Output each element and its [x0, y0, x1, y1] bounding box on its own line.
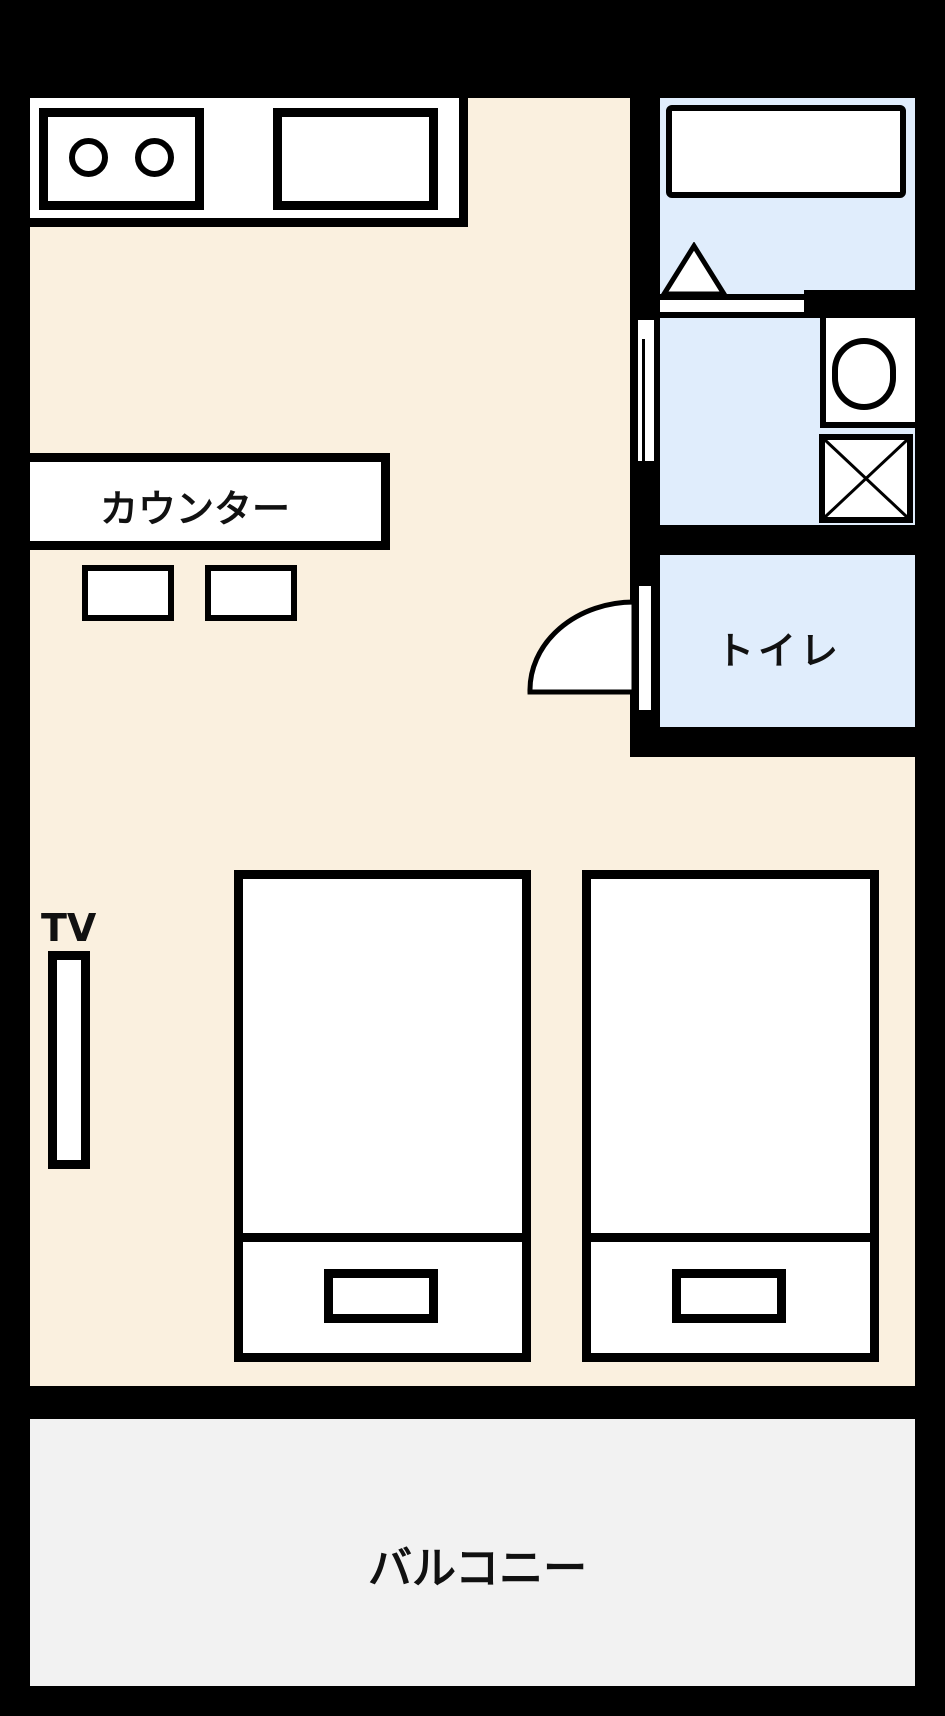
toilet-bowl-icon [832, 338, 896, 410]
bathroom-partition-wall [804, 290, 915, 318]
toilet-label: トイレ [716, 629, 843, 673]
stove-burner-icon [135, 138, 174, 177]
balcony-floor [30, 1419, 915, 1686]
washbasin-icon [819, 434, 913, 523]
counter-label: カウンター [100, 487, 291, 531]
bathroom-partition-gap [660, 300, 806, 312]
bathroom-door-panel [638, 320, 654, 461]
pillow [324, 1269, 438, 1323]
wet-area-wall [630, 710, 660, 757]
pillow [672, 1269, 786, 1323]
bed-pillow-divider [234, 1233, 531, 1242]
toilet-room-floor [660, 555, 915, 727]
tv-label: TV [41, 906, 97, 950]
bed-pillow-divider [582, 1233, 879, 1242]
tv [48, 951, 90, 1169]
balcony-label: バルコニー [368, 1543, 588, 1594]
sink [273, 108, 438, 210]
bed [234, 870, 531, 1362]
wet-area-wall [630, 461, 660, 586]
stove-burner-icon [69, 138, 108, 177]
stool [82, 565, 174, 621]
dining-counter [30, 453, 390, 550]
kitchen-top-strip [468, 90, 628, 98]
bathroom-door-line [642, 339, 645, 461]
stool [205, 565, 297, 621]
toilet-bottom-wall [660, 727, 915, 757]
stove [39, 108, 204, 210]
bath-toilet-divider [660, 525, 915, 555]
wet-area-wall [630, 90, 660, 320]
door-swing-icon[interactable] [526, 598, 638, 696]
shower-valve-icon [659, 242, 729, 297]
bathtub [666, 105, 906, 198]
toilet-door-panel [639, 586, 651, 710]
